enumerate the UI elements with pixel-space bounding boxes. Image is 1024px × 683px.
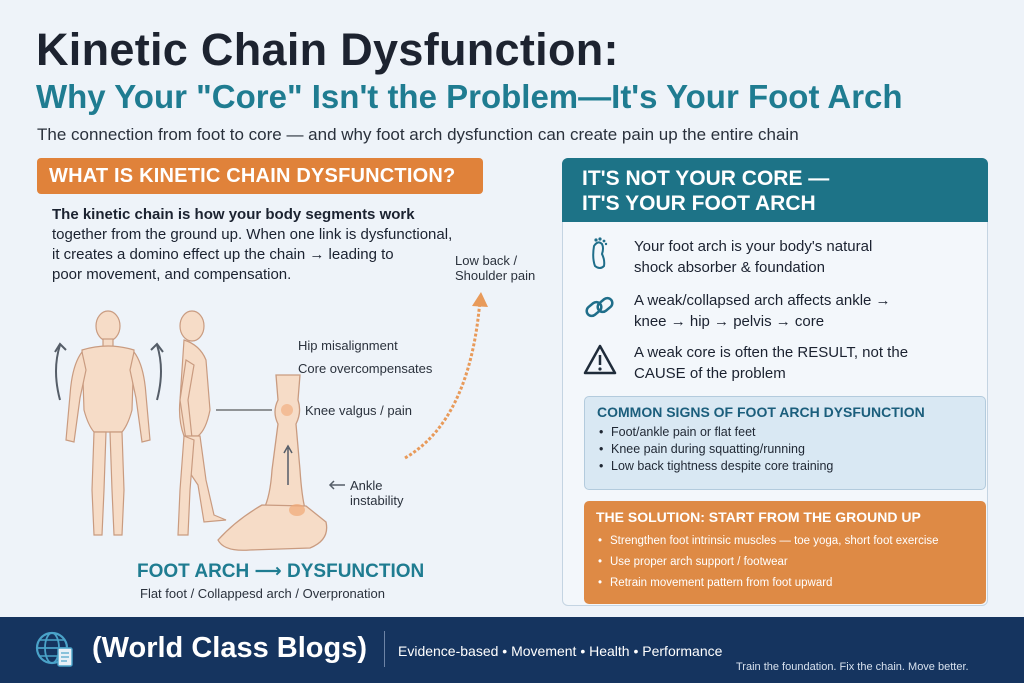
brand-name: (World Class Blogs) (92, 632, 367, 664)
chain-arrow (404, 299, 482, 460)
warning-icon (583, 344, 617, 375)
intro-line: poor movement, and compensation. (52, 266, 292, 283)
upward-arrows (54, 342, 164, 401)
section-label-kinetic-chain: WHAT IS KINETIC CHAIN DYSFUNCTION? (37, 158, 483, 194)
kinetic-chain-illustration (54, 292, 488, 551)
footer-motto: Train the foundation. Fix the chain. Mov… (736, 661, 969, 673)
list-item: Low back tightness despite core training (597, 458, 973, 475)
page-title: Kinetic Chain Dysfunction: (36, 24, 619, 75)
intro-line: The kinetic chain is how your body segme… (52, 206, 415, 223)
leg-foot-closeup (217, 374, 328, 551)
front-body-figure (65, 310, 151, 536)
list-item: Use proper arch support / footwear (596, 552, 974, 573)
solution-title: THE SOLUTION: START FROM THE GROUND UP (596, 509, 921, 525)
label-core: Core overcompensates (298, 361, 433, 376)
label-low-back-line1: Low back / (455, 253, 518, 268)
solution-box: THE SOLUTION: START FROM THE GROUND UP S… (584, 501, 986, 604)
right-panel-header: IT'S NOT YOUR CORE — IT'S YOUR FOOT ARCH (562, 158, 988, 222)
point-line: A weak/collapsed arch affects ankle → (634, 292, 891, 309)
right-header-line1: IT'S NOT YOUR CORE — (582, 167, 830, 190)
label-hip: Hip misalignment (298, 338, 398, 353)
label-low-back: Low back / Shoulder pain (455, 253, 535, 283)
common-signs-list: Foot/ankle pain or flat feet Knee pain d… (597, 424, 973, 475)
label-knee: Knee valgus / pain (305, 403, 412, 418)
point-line: shock absorber & foundation (634, 259, 825, 276)
point-line: CAUSE of the problem (634, 365, 786, 382)
intro-text: The kinetic chain is how your body segme… (52, 205, 462, 285)
right-header-line2: IT'S YOUR FOOT ARCH (582, 192, 816, 215)
intro-line: it creates a domino effect up the chain … (52, 246, 394, 263)
point-weak-arch: A weak/collapsed arch affects ankle → kn… (582, 290, 982, 340)
common-signs-title: COMMON SIGNS OF FOOT ARCH DYSFUNCTION (597, 404, 925, 420)
footprint-icon (592, 237, 608, 269)
list-item: Foot/ankle pain or flat feet (597, 424, 973, 441)
side-body-figure (177, 310, 227, 536)
footer-bar (0, 617, 1024, 683)
solution-list: Strengthen foot intrinsic muscles — toe … (596, 531, 974, 594)
label-ankle: Ankle instability (350, 478, 403, 508)
list-item: Knee pain during squatting/running (597, 441, 973, 458)
point-line: A weak core is often the RESULT, not the (634, 344, 909, 361)
point-line: Your foot arch is your body's natural (634, 238, 873, 255)
list-item: Retrain movement pattern from foot upwar… (596, 573, 974, 594)
foot-arch-title: FOOT ARCH ⟶ DYSFUNCTION (137, 561, 425, 582)
label-ankle-line2: instability (350, 493, 404, 508)
label-low-back-line2: Shoulder pain (455, 268, 536, 283)
point-text: A weak/collapsed arch affects ankle → kn… (634, 290, 974, 332)
point-weak-core: A weak core is often the RESULT, not the… (582, 342, 982, 392)
footer-divider (384, 631, 385, 667)
globe-document-icon (35, 631, 73, 667)
chain-link-icon (585, 296, 614, 318)
footer-tagline: Evidence-based • Movement • Health • Per… (398, 643, 723, 659)
common-signs-box: COMMON SIGNS OF FOOT ARCH DYSFUNCTION Fo… (584, 396, 986, 490)
list-item: Strengthen foot intrinsic muscles — toe … (596, 531, 974, 552)
page-subtitle-heading: Why Your "Core" Isn't the Problem—It's Y… (36, 78, 903, 115)
point-text: A weak core is often the RESULT, not the… (634, 342, 974, 384)
point-text: Your foot arch is your body's natural sh… (634, 236, 974, 278)
label-ankle-line1: Ankle (350, 478, 383, 493)
point-line: knee → hip → pelvis → core (634, 313, 825, 330)
foot-arch-subtitle: Flat foot / Collappesd arch / Overpronat… (140, 586, 385, 601)
intro-line: together from the ground up. When one li… (52, 226, 453, 243)
point-foot-arch: Your foot arch is your body's natural sh… (582, 236, 982, 286)
page-description: The connection from foot to core — and w… (37, 125, 799, 144)
